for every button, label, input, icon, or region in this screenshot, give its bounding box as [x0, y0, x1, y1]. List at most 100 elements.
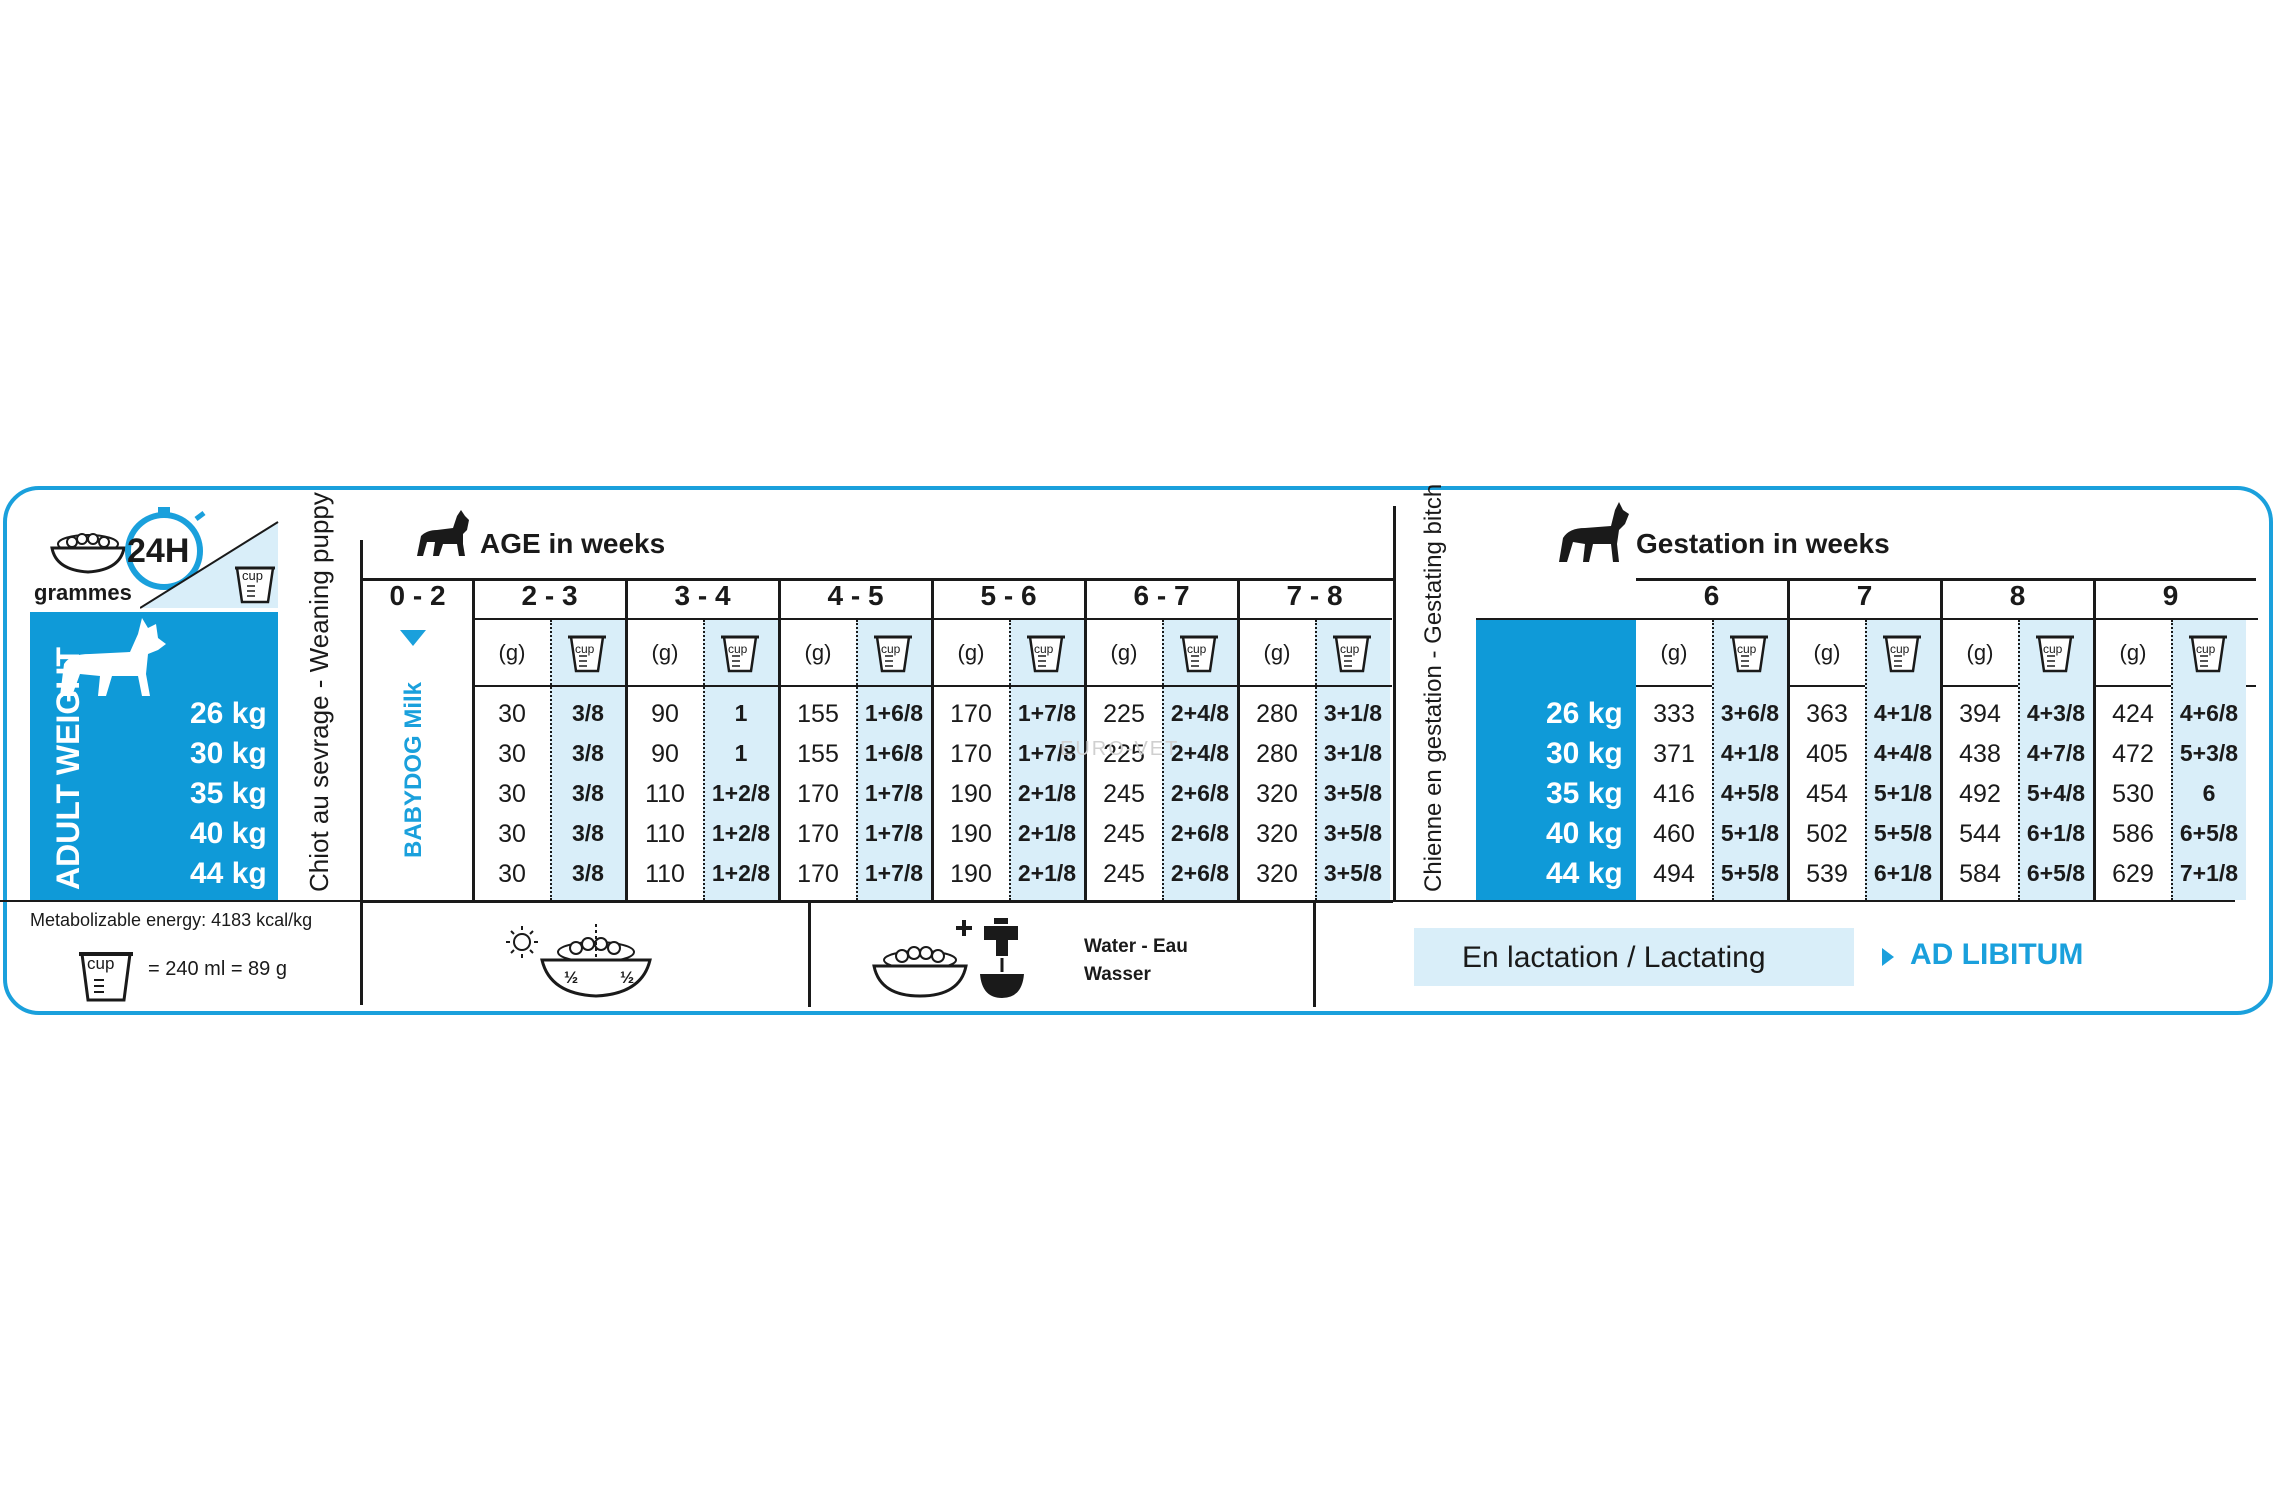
cup-text: cup: [2196, 642, 2216, 656]
cup-text: cup: [2043, 642, 2063, 656]
header-rule: [474, 685, 1392, 687]
cup-value: 4+6/8: [2179, 700, 2239, 726]
grams-value: 155: [797, 740, 839, 768]
cup-value: 3+5/8: [1323, 860, 1383, 886]
cup-value: 3+1/8: [1323, 740, 1383, 766]
cup-value: 3/8: [572, 820, 604, 846]
cup-value: 2+1/8: [1017, 860, 1077, 886]
cup-value: 5+5/8: [1873, 820, 1933, 846]
cup-value: 1+7/8: [1017, 700, 1077, 726]
cup-icon: [721, 635, 759, 673]
dotted-divider: [2018, 620, 2020, 900]
cup-text: cup: [1737, 642, 1757, 656]
grams-value: 225: [1103, 700, 1145, 728]
cup-value: 1: [734, 700, 748, 726]
babydog-arrow-icon: [400, 630, 426, 646]
grams-value: 170: [797, 860, 839, 888]
grams-header: (g): [1660, 640, 1688, 665]
gestation-col-header: 6: [1703, 580, 1720, 611]
cup-value: 2+6/8: [1170, 780, 1230, 806]
cup-icon: [1180, 635, 1218, 673]
grams-value: 190: [950, 820, 992, 848]
dotted-divider: [703, 620, 705, 900]
cup-value: 1: [734, 740, 748, 766]
cup-icon: [2189, 635, 2227, 673]
dotted-divider: [1712, 620, 1714, 900]
grams-value: 190: [950, 860, 992, 888]
grams-value: 363: [1806, 700, 1848, 728]
cup-value: 3+6/8: [1720, 700, 1780, 726]
cup-value: 7+1/8: [2179, 860, 2239, 886]
day-night-bowl-icon: [506, 924, 668, 998]
cup-icon: [79, 952, 133, 1002]
gestation-title: Gestation in weeks: [1636, 528, 1890, 559]
grams-value: 245: [1103, 820, 1145, 848]
cup-icon: [1883, 635, 1921, 673]
gestation-bottom-line: [1393, 900, 2235, 902]
lactation-label: En lactation / Lactating: [1462, 941, 1766, 974]
divider: [808, 902, 811, 1007]
grams-value: 629: [2112, 860, 2154, 888]
cup-value: 1+6/8: [864, 700, 924, 726]
cup-value: 4+4/8: [1873, 740, 1933, 766]
cup-value: 6+1/8: [2026, 820, 2086, 846]
grams-value: 416: [1653, 780, 1695, 808]
grams-value: 30: [498, 700, 526, 728]
grams-value: 225: [1103, 740, 1145, 768]
dog-silhouette-icon: [60, 618, 166, 696]
cup-icon: [1730, 635, 1768, 673]
grams-value: 245: [1103, 780, 1145, 808]
age-header-line: [361, 578, 1393, 581]
cup-value: 1+2/8: [711, 860, 771, 886]
dotted-divider: [856, 620, 858, 900]
grams-value: 502: [1806, 820, 1848, 848]
dotted-divider: [1009, 620, 1011, 900]
gestating-label: Chienne en gestation - Gestating bitch: [1420, 483, 1447, 892]
puppy-icon: [417, 510, 469, 556]
divider: [472, 578, 475, 901]
grams-value: 586: [2112, 820, 2154, 848]
cup-value: 2+4/8: [1170, 700, 1230, 726]
grams-value: 280: [1256, 740, 1298, 768]
grams-header: (g): [1110, 640, 1138, 665]
lactation-box: [1414, 928, 1854, 986]
cup-text: cup: [1890, 642, 1910, 656]
grams-value: 30: [498, 780, 526, 808]
header-rule: [1636, 685, 2256, 687]
cup-value: 4+1/8: [1873, 700, 1933, 726]
cup-value: 2+6/8: [1170, 860, 1230, 886]
divider: [625, 578, 628, 901]
weight-label: 35 kg: [1546, 777, 1623, 810]
cup-value: 1+7/8: [864, 780, 924, 806]
bowl-icon: [50, 533, 126, 574]
gestation-col-header: 7: [1856, 580, 1873, 611]
gestation-weight-block: [1476, 620, 1636, 900]
dotted-divider: [550, 620, 552, 900]
grams-value: 110: [645, 860, 685, 888]
age-col-header: 0 - 2: [389, 580, 446, 611]
divider: [1940, 578, 1943, 901]
grams-value: 90: [651, 700, 679, 728]
divider: [1393, 506, 1396, 901]
grams-value: 394: [1959, 700, 2001, 728]
weight-label: 44 kg: [1546, 857, 1623, 890]
grams-value: 320: [1256, 780, 1298, 808]
grams-value: 155: [797, 700, 839, 728]
arrow-right-icon: [1882, 948, 1894, 966]
weight-label: 26 kg: [1546, 697, 1623, 730]
divider: [1237, 578, 1240, 901]
cup-value: 1+2/8: [711, 820, 771, 846]
grams-value: 460: [1653, 820, 1695, 848]
cup-value: 3+1/8: [1323, 700, 1383, 726]
cup-value: 6+1/8: [1873, 860, 1933, 886]
babydog-label: BABYDOG Milk: [400, 681, 427, 858]
divider: [931, 578, 934, 901]
grams-value: 454: [1806, 780, 1848, 808]
gestation-col-header: 8: [2009, 580, 2026, 611]
grams-value: 424: [2112, 700, 2154, 728]
water-text: Wasser: [1084, 964, 1151, 985]
grams-value: 320: [1256, 860, 1298, 888]
cup-value: 4+7/8: [2026, 740, 2086, 766]
clock-icon: [125, 507, 206, 590]
energy-text: Metabolizable energy: 4183 kcal/kg: [30, 910, 313, 930]
